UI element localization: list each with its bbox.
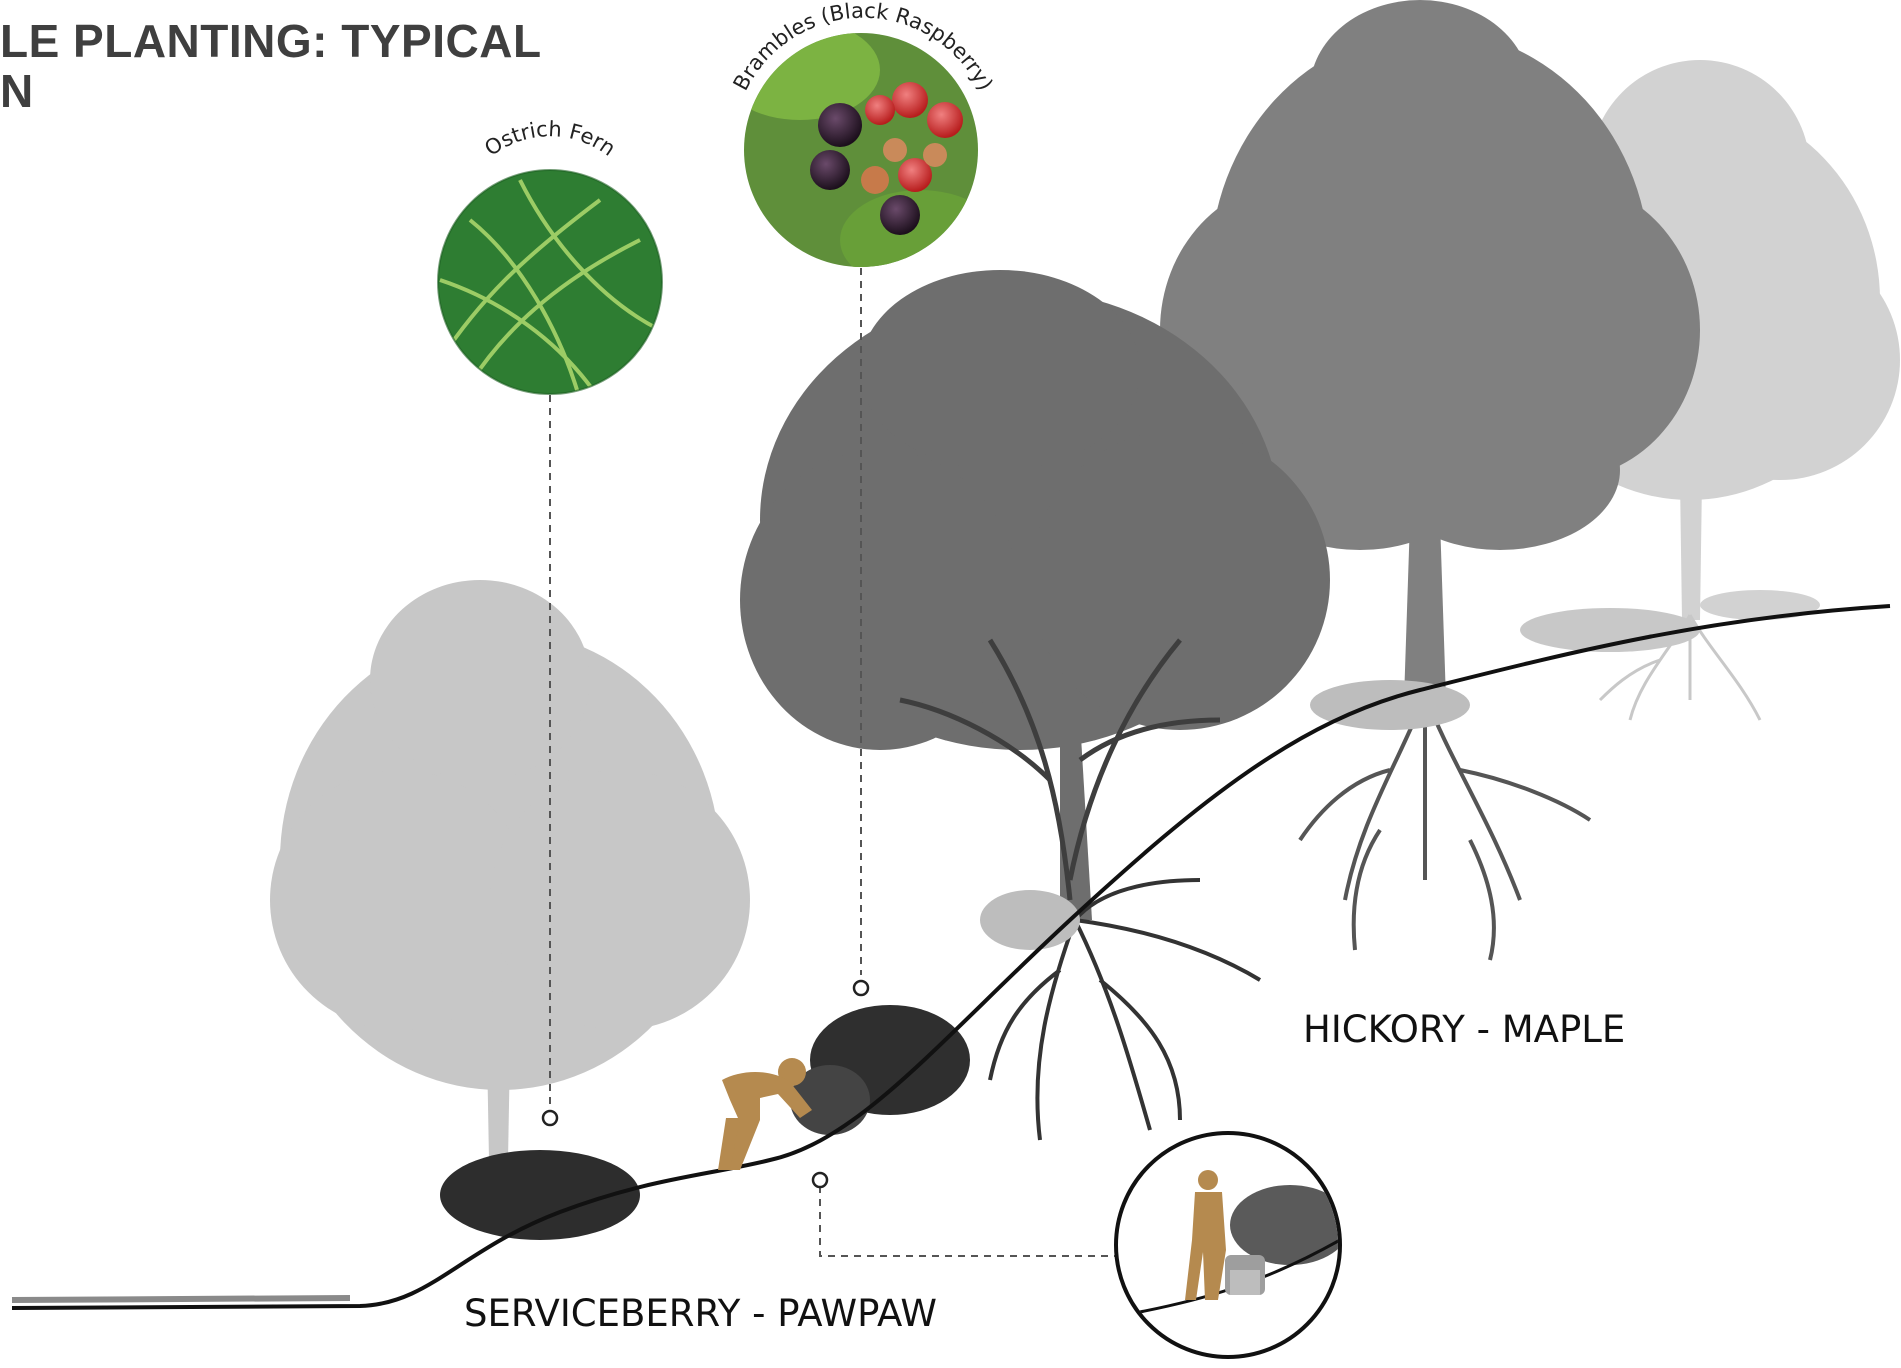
ostrich-fern-photo (438, 170, 662, 400)
zone-label-hickory-maple: HICKORY - MAPLE (1303, 1008, 1625, 1051)
serviceberry-tree-silhouette (270, 580, 750, 1160)
title-line-2: N (0, 64, 34, 118)
title-line-1: LE PLANTING: TYPICAL (0, 14, 542, 68)
zone-label-serviceberry-pawpaw: SERVICEBERRY - PAWPAW (464, 1292, 937, 1335)
grass-strip (12, 1298, 350, 1300)
ostrich-fern-label: Ostrich Fern (480, 117, 620, 161)
inset-detail-circle (1116, 1133, 1350, 1357)
hickory-roots (1300, 695, 1590, 960)
